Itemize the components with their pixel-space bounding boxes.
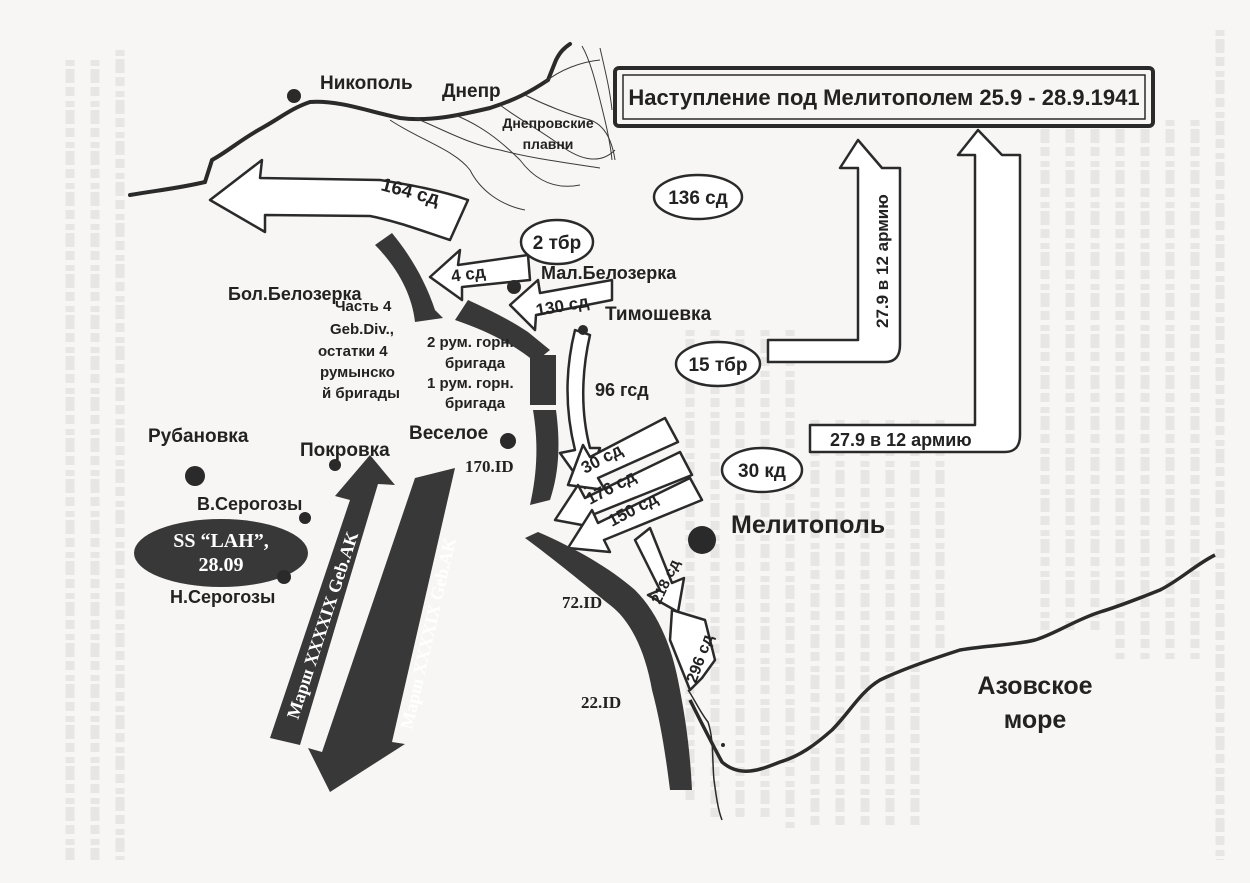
oval-2tbr (519, 218, 595, 266)
dot-nikopol (287, 89, 301, 103)
dot-rubanovka (185, 466, 205, 486)
place-mal-belozerka: Мал.Белозерка (541, 263, 677, 283)
label-rom-line1: 2 рум. горн. (427, 334, 514, 351)
place-nikopol: Никополь (320, 73, 413, 94)
dot-v-serogozy (299, 512, 311, 524)
oval-30kd (720, 446, 804, 494)
march-arrow-1 (270, 455, 395, 745)
place-pokrovka: Покровка (300, 440, 390, 461)
label-2tbr: 2 тбр (533, 233, 582, 254)
label-geb-div-line3: остатки 4 (318, 343, 388, 360)
place-plavni-line2: плавни (523, 136, 574, 152)
dnepr-river (128, 42, 572, 197)
label-rom-line2: бригада (445, 355, 506, 372)
axis-front-line (375, 233, 692, 790)
place-n-serogozy: Н.Серогозы (170, 587, 275, 607)
label-geb-div-line2: Geb.Div., (330, 321, 394, 338)
label-geb-div-line4: румынско (320, 364, 395, 381)
arrow-164sd (208, 158, 470, 242)
label-geb-div-line5: й бригады (322, 385, 400, 402)
label-rom-line4: бригада (445, 395, 506, 412)
label-30kd: 30 кд (738, 461, 786, 482)
map-title: Наступление под Мелитополем 25.9 - 28.9.… (628, 85, 1139, 110)
dot-timoshevka (578, 325, 588, 335)
arrow-130sd (508, 278, 614, 332)
label-22id: 22.ID (581, 693, 621, 712)
arrow-296sd (668, 608, 717, 692)
dot-pokrovka (329, 459, 341, 471)
march-arrow-2 (308, 468, 455, 792)
oval-15tbr (674, 340, 762, 388)
place-bol-belozerka: Бол.Белозерка (228, 284, 363, 304)
label-to12a-horizontal: 27.9 в 12 армию (830, 430, 972, 450)
arrow-176sd (553, 450, 694, 530)
label-15tbr: 15 тбр (688, 355, 747, 376)
label-136sd: 136 сд (668, 188, 728, 209)
label-96gsd: 96 гсд (595, 380, 649, 400)
label-4sd: 4 сд (450, 262, 487, 286)
label-170id: 170.ID (465, 457, 514, 476)
arrow-4sd (428, 248, 532, 302)
place-timoshevka: Тимошевка (605, 304, 712, 325)
arrow-150sd (566, 476, 704, 554)
place-plavni-line1: Днепровские (502, 115, 593, 131)
label-lah-line2: 28.09 (199, 554, 244, 576)
place-melitopol: Мелитополь (731, 511, 885, 539)
arrow-15tbr-12army (766, 138, 902, 364)
arrow-30sd (566, 416, 680, 492)
place-dnepr: Днепр (442, 81, 501, 102)
place-rubanovka: Рубановка (148, 426, 249, 447)
dot-veseloe (500, 433, 516, 449)
arrow-30kd-12army (808, 128, 1022, 454)
molochny-liman (687, 689, 723, 821)
label-to12a-vertical: 27.9 в 12 армию (873, 194, 892, 328)
dnepr-plavni-lines (389, 45, 616, 211)
dot-melitopol (688, 526, 716, 554)
azov-coastline (688, 553, 1216, 773)
label-72id: 72.ID (562, 593, 602, 612)
dot-coast (721, 743, 725, 747)
title-box: Наступление под Мелитополем 25.9 - 28.9.… (613, 66, 1155, 128)
label-lah-line1: SS “LAH”, (173, 530, 269, 552)
place-azov-line1: Азовское (977, 672, 1092, 700)
place-veseloe: Веселое (409, 423, 488, 444)
arrow-218sd (633, 526, 686, 614)
oval-136sd (652, 173, 744, 221)
label-rom-line3: 1 рум. горн. (427, 375, 514, 392)
place-azov-line2: море (1004, 706, 1067, 734)
dot-n-serogozy (277, 570, 291, 584)
dot-mal-belozerka (507, 280, 521, 294)
place-v-serogozy: В.Серогозы (197, 494, 302, 514)
label-geb-div-line1: Часть 4 (335, 298, 392, 315)
oval-ss-lah: SS “LAH”, 28.09 (134, 519, 308, 587)
